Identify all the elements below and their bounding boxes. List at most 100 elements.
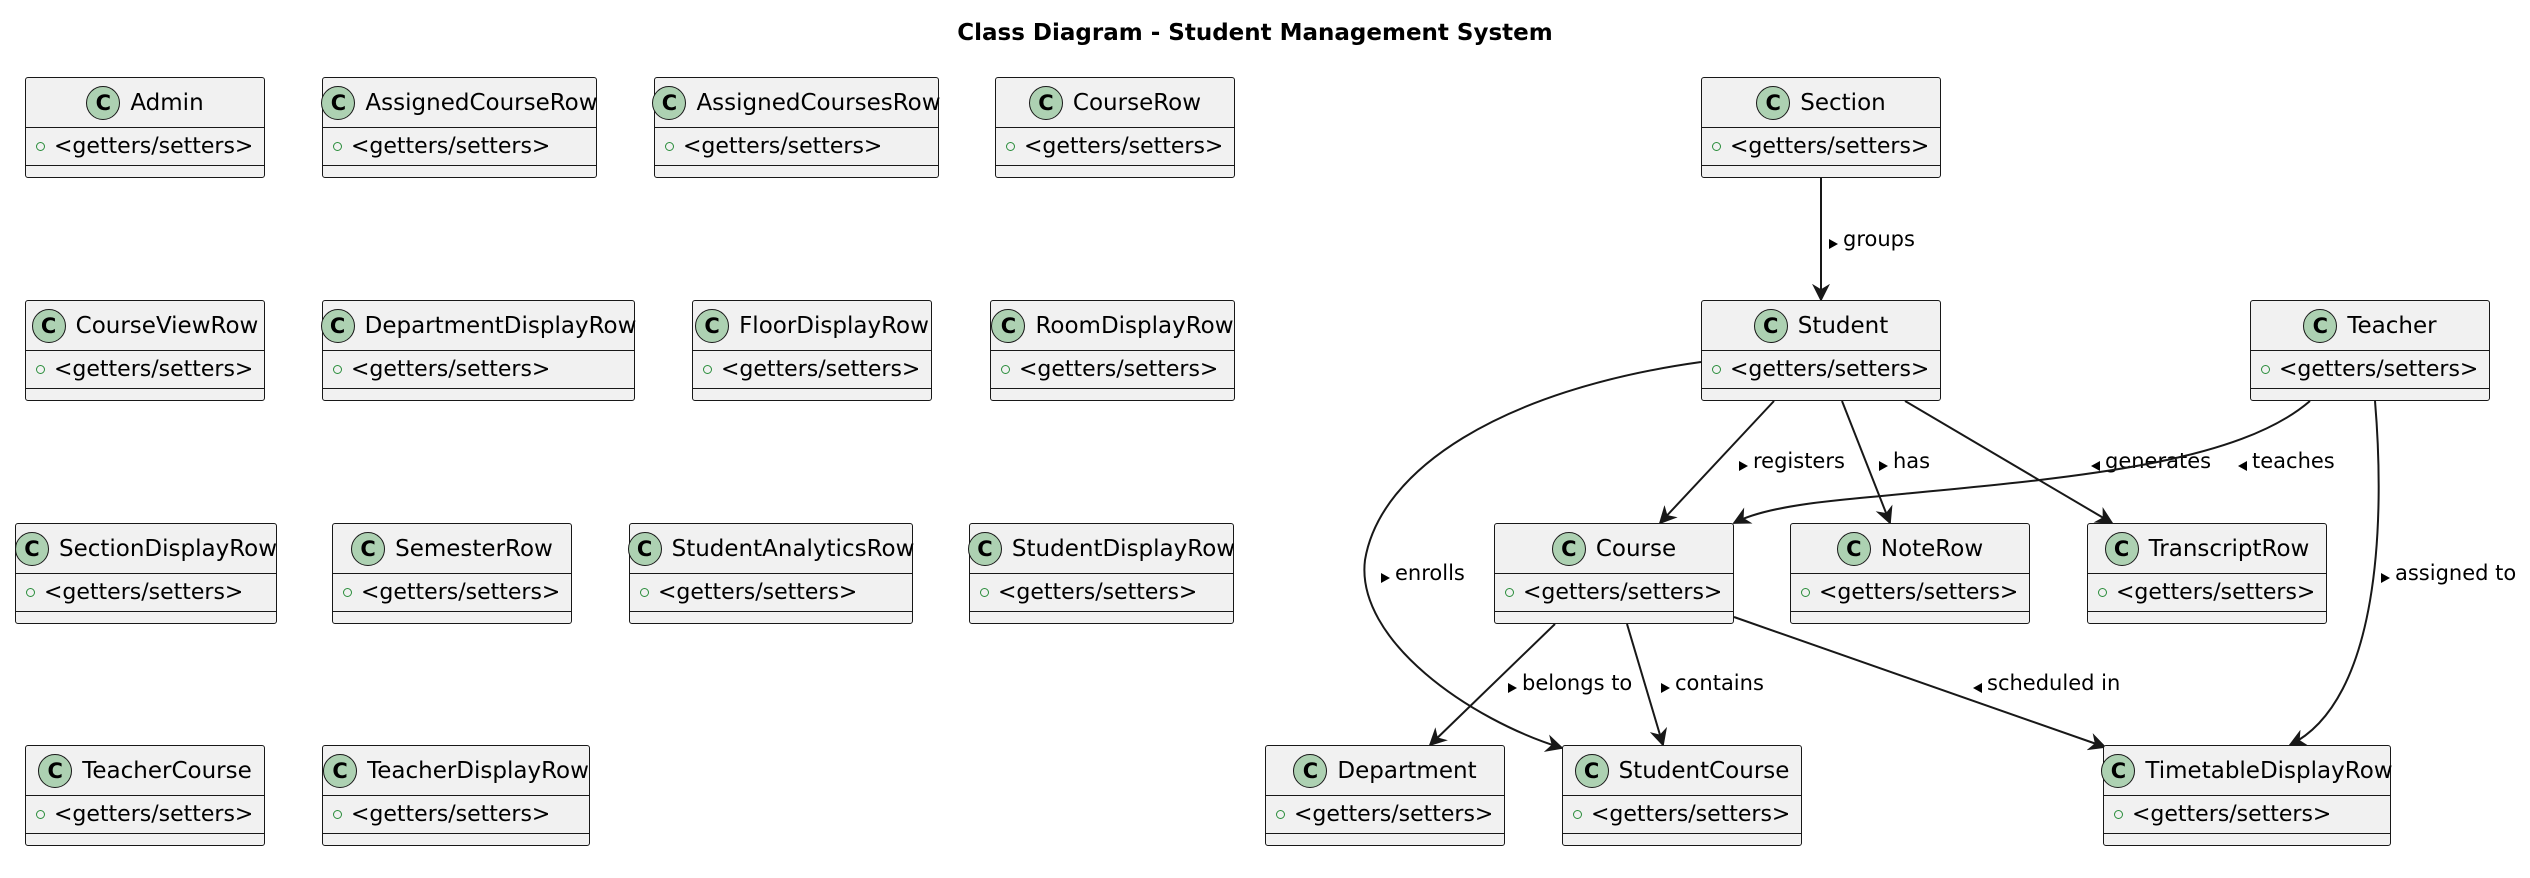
class-attributes: <getters/setters> [1563, 796, 1801, 834]
class-attribute: <getters/setters> [351, 134, 551, 159]
relation-label: groups [1843, 227, 1915, 251]
relation-direction-icon [1508, 683, 1517, 693]
class-attribute: <getters/setters> [1019, 357, 1219, 382]
class-attribute: <getters/setters> [54, 357, 254, 382]
relation-course-to-department [1428, 623, 1556, 747]
class-attribute: <getters/setters> [2279, 357, 2479, 382]
class-attributes: <getters/setters> [26, 128, 264, 166]
relation-label: contains [1675, 671, 1764, 695]
relation-course-to-student-course [1626, 623, 1668, 747]
relation-student-to-note-row [1841, 400, 1893, 525]
relation-direction-icon [1661, 683, 1670, 693]
public-visibility-icon [36, 142, 45, 151]
class-attributes: <getters/setters> [323, 128, 596, 166]
class-attribute: <getters/setters> [2116, 580, 2316, 605]
class-attribute: <getters/setters> [1294, 802, 1494, 827]
public-visibility-icon [640, 588, 649, 597]
class-name: AssignedCourseRow [365, 89, 598, 116]
relation-label: assigned to [2395, 561, 2516, 585]
class-room-display-row: C RoomDisplayRow <getters/setters> [990, 300, 1235, 401]
relation-label: registers [1753, 449, 1845, 473]
relation-label: has [1893, 449, 1930, 473]
class-attributes: <getters/setters> [323, 796, 589, 834]
diagram-title: Class Diagram - Student Management Syste… [957, 20, 1553, 46]
class-stereotype-icon: C [323, 753, 358, 788]
class-attribute: <getters/setters> [1523, 580, 1723, 605]
class-attributes: <getters/setters> [323, 351, 634, 389]
public-visibility-icon [36, 810, 45, 819]
class-course: C Course <getters/setters> [1494, 523, 1734, 624]
public-visibility-icon [1712, 142, 1721, 151]
class-stereotype-icon: C [991, 308, 1026, 343]
class-attributes: <getters/setters> [970, 574, 1233, 612]
class-stereotype-icon: C [1753, 308, 1788, 343]
class-attributes: <getters/setters> [1702, 128, 1940, 166]
public-visibility-icon [703, 365, 712, 374]
class-attributes: <getters/setters> [333, 574, 571, 612]
public-visibility-icon [665, 142, 674, 151]
class-name: TranscriptRow [2148, 535, 2310, 562]
class-stereotype-icon: C [2104, 531, 2139, 566]
class-stereotype-icon: C [2303, 308, 2338, 343]
class-stereotype-icon: C [1551, 531, 1586, 566]
class-attributes: <getters/setters> [26, 351, 264, 389]
class-attributes: <getters/setters> [2251, 351, 2489, 389]
relation-student-to-course [1658, 400, 1775, 525]
public-visibility-icon [1573, 810, 1582, 819]
class-header: C TranscriptRow [2088, 524, 2326, 574]
relation-direction-icon [2091, 461, 2100, 471]
relation-course-to-timetable-display-row [1733, 616, 2107, 751]
class-attribute: <getters/setters> [351, 802, 551, 827]
relation-direction-icon [2238, 461, 2247, 471]
class-name: Student [1797, 312, 1889, 339]
class-name: RoomDisplayRow [1035, 312, 1234, 339]
class-attribute: <getters/setters> [44, 580, 244, 605]
class-attribute: <getters/setters> [1819, 580, 2019, 605]
class-attribute: <getters/setters> [54, 134, 254, 159]
class-stereotype-icon: C [627, 531, 662, 566]
relation-direction-icon [1829, 239, 1838, 249]
public-visibility-icon [2261, 365, 2270, 374]
class-attribute: <getters/setters> [721, 357, 921, 382]
class-attributes: <getters/setters> [1266, 796, 1504, 834]
class-stereotype-icon: C [1028, 85, 1063, 120]
class-stereotype-icon: C [351, 531, 386, 566]
public-visibility-icon [333, 365, 342, 374]
class-name: Section [1800, 89, 1886, 116]
public-visibility-icon [36, 365, 45, 374]
relation-direction-icon [1973, 683, 1982, 693]
relation-label: scheduled in [1987, 671, 2120, 695]
class-attributes: <getters/setters> [2104, 796, 2390, 834]
public-visibility-icon [1712, 365, 1721, 374]
class-name: TeacherCourse [82, 757, 252, 784]
class-attribute: <getters/setters> [1730, 134, 1930, 159]
class-attribute: <getters/setters> [658, 580, 858, 605]
class-stereotype-icon: C [2101, 753, 2136, 788]
class-name: Course [1595, 535, 1677, 562]
relation-label: enrolls [1395, 561, 1465, 585]
